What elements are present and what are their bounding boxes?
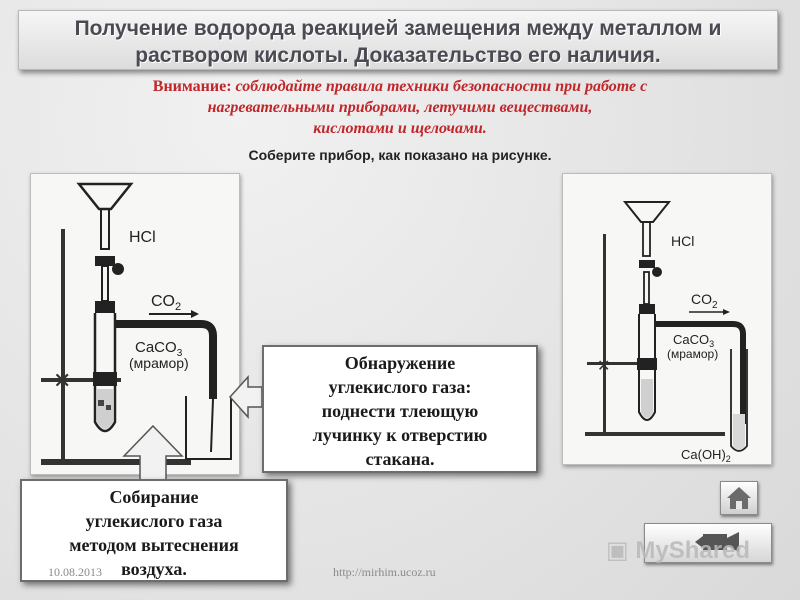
reagent-label: Ca(OH) <box>681 447 726 462</box>
title-line-1: Получение водорода реакцией замещения ме… <box>74 17 722 40</box>
detect-line-5: стакана. <box>365 449 435 469</box>
watermark-icon: ▣ <box>606 537 629 564</box>
solid-name: (мрамор) <box>129 355 189 371</box>
warning-line-3: кислотами и щелочами. <box>313 120 487 137</box>
detect-line-2: углекислого газа: <box>328 377 472 397</box>
callout-collection: Собирание углекислого газа методом вытес… <box>20 479 288 582</box>
warning-label: Внимание: <box>152 78 232 95</box>
warning-line-2: нагревательными приборами, летучими веще… <box>207 99 593 116</box>
gas-sub: 2 <box>175 301 181 313</box>
footer-date: 10.08.2013 <box>48 565 102 579</box>
acid-label: HCl <box>129 229 156 246</box>
solid-name-right: (мрамор) <box>667 347 718 361</box>
home-button[interactable] <box>720 481 758 515</box>
apparatus-figure-collection: ✕ HCl CO2 CaCO3 (мрамор) <box>30 173 240 475</box>
gas-label: CO <box>151 293 175 310</box>
solid-sub-right: 3 <box>709 339 714 349</box>
arrow-up-icon <box>122 424 184 481</box>
apparatus-figure-detection: ✕ HCl CO2 CaCO3 (мрамор) Ca(OH)2 <box>562 173 772 465</box>
return-icon <box>695 532 739 552</box>
svg-text:CaCO3: CaCO3 <box>135 339 183 359</box>
detect-line-4: лучинку к отверстию <box>312 425 488 445</box>
collect-line-3: методом вытеснения <box>69 535 239 555</box>
svg-text:✕: ✕ <box>597 356 610 375</box>
callout-detection: Обнаружение углекислого газа: поднести т… <box>262 345 538 473</box>
svg-text:✕: ✕ <box>53 369 71 394</box>
safety-warning: Внимание: соблюдайте правила техники без… <box>0 76 800 139</box>
title-line-2: раствором кислоты. Доказательство его на… <box>135 44 661 67</box>
svg-text:CO2: CO2 <box>151 293 181 313</box>
collect-line-2: углекислого газа <box>85 511 223 531</box>
svg-text:CO2: CO2 <box>691 291 718 311</box>
home-icon <box>727 487 751 509</box>
reagent-sub: 2 <box>726 454 731 464</box>
arrow-left-icon <box>228 375 263 419</box>
solid-formula-right: CaCO <box>673 332 709 347</box>
solid-sub: 3 <box>177 348 183 359</box>
footer-url: http://mirhim.ucoz.ru <box>333 565 436 579</box>
slide-title: Получение водорода реакцией замещения ме… <box>18 10 778 70</box>
warning-line-1: соблюдайте правила техники безопасности … <box>235 78 648 95</box>
svg-text:Ca(OH)2: Ca(OH)2 <box>681 447 731 464</box>
gas-sub-right: 2 <box>712 300 718 311</box>
return-button[interactable] <box>644 523 772 563</box>
detect-line-1: Обнаружение <box>344 353 456 373</box>
gas-label-right: CO <box>691 291 712 307</box>
collect-line-1: Собирание <box>109 487 199 507</box>
svg-text:CaCO3: CaCO3 <box>673 332 714 349</box>
detect-line-3: поднести тлеющую <box>321 401 479 421</box>
acid-label-right: HCl <box>671 233 694 249</box>
collect-line-4: воздуха. <box>121 559 187 579</box>
solid-formula: CaCO <box>135 339 177 356</box>
instruction-text: Соберите прибор, как показано на рисунке… <box>248 147 552 163</box>
